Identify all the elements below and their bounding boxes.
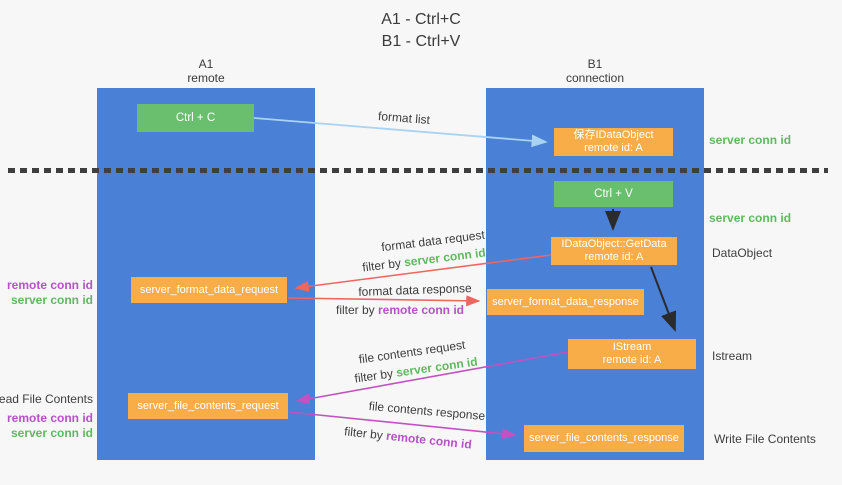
label-read-file-contents: Read File Contents bbox=[0, 392, 93, 407]
node-getdata-line2: remote id: A bbox=[584, 251, 644, 263]
node-server-format-data-response: server_format_data_response bbox=[487, 289, 644, 315]
node-server-file-contents-response: server_file_contents_response bbox=[524, 425, 684, 452]
label-remote-conn-id-lower: remote conn id bbox=[6, 411, 93, 425]
node-ctrl-v-label: Ctrl + V bbox=[594, 187, 633, 200]
label-file-contents-response: file contents response bbox=[368, 398, 486, 424]
filter-prefix: filter by bbox=[343, 424, 387, 443]
filter-key-remote-conn-id: remote conn id bbox=[385, 428, 473, 452]
node-save-idataobject-line1: 保存IDataObject bbox=[573, 129, 654, 141]
node-file-response-label: server_file_contents_response bbox=[529, 432, 679, 444]
title-line-1: A1 - Ctrl+C bbox=[381, 11, 461, 28]
filter-key-remote-conn-id: remote conn id bbox=[378, 303, 465, 317]
lane-a1-subtitle: remote bbox=[187, 71, 225, 85]
lane-b1-name: B1 bbox=[587, 57, 603, 71]
node-idataobject-getdata: IDataObject::GetData remote id: A bbox=[551, 237, 677, 265]
arrow-format-data-response bbox=[287, 295, 481, 307]
node-server-format-data-request: server_format_data_request bbox=[131, 277, 287, 303]
label-block-conn-ids-lower: remote conn id server conn id bbox=[7, 411, 93, 441]
node-istream-line2: remote id: A bbox=[602, 354, 662, 366]
label-filter-format-request: filter by server conn id bbox=[362, 245, 487, 274]
lane-b1-subtitle: connection bbox=[565, 71, 625, 85]
node-format-response-label: server_format_data_response bbox=[492, 295, 639, 308]
lane-header-b1: B1 connection bbox=[486, 57, 704, 85]
filter-prefix: filter by bbox=[361, 255, 405, 275]
node-file-request-label: server_file_contents_request bbox=[137, 399, 279, 412]
node-ctrl-v: Ctrl + V bbox=[554, 181, 673, 207]
label-dataobject: DataObject bbox=[712, 246, 773, 260]
diagram-title: A1 - Ctrl+C B1 - Ctrl+V bbox=[0, 9, 842, 53]
label-write-file-contents: Write File Contents bbox=[714, 432, 816, 446]
label-server-conn-id-upper: server conn id bbox=[10, 293, 93, 307]
node-format-request-label: server_format_data_request bbox=[139, 283, 279, 296]
node-ctrl-c: Ctrl + C bbox=[137, 104, 254, 132]
label-filter-format-response: filter by remote conn id bbox=[336, 303, 464, 317]
label-format-list: format list bbox=[377, 108, 431, 128]
label-server-conn-id-mid: server conn id bbox=[709, 211, 792, 225]
node-getdata-line1: IDataObject::GetData bbox=[561, 238, 667, 250]
lane-a1-name: A1 bbox=[198, 57, 214, 71]
node-istream: IStream remote id: A bbox=[568, 339, 696, 369]
filter-prefix: filter by bbox=[335, 303, 378, 317]
lane-header-a1: A1 remote bbox=[97, 57, 315, 85]
dotted-divider-line bbox=[8, 168, 828, 173]
label-server-conn-id-top: server conn id bbox=[709, 133, 792, 147]
node-save-idataobject-line2: remote id: A bbox=[584, 142, 643, 154]
node-save-idataobject: 保存IDataObject remote id: A bbox=[554, 128, 673, 156]
label-read-file-contents-text: Read File Contents bbox=[0, 392, 93, 406]
title-line-2: B1 - Ctrl+V bbox=[381, 33, 461, 50]
label-remote-conn-id-upper: remote conn id bbox=[6, 278, 93, 292]
label-istream: Istream bbox=[712, 349, 753, 363]
filter-prefix: filter by bbox=[353, 365, 398, 386]
label-server-conn-id-lower: server conn id bbox=[10, 426, 93, 440]
label-block-conn-ids-upper: remote conn id server conn id bbox=[7, 278, 93, 308]
node-server-file-contents-request: server_file_contents_request bbox=[128, 393, 288, 419]
node-ctrl-c-label: Ctrl + C bbox=[175, 111, 216, 124]
node-istream-line1: IStream bbox=[612, 341, 652, 353]
label-filter-file-response: filter by remote conn id bbox=[344, 424, 473, 451]
label-format-data-response: format data response bbox=[358, 281, 472, 299]
